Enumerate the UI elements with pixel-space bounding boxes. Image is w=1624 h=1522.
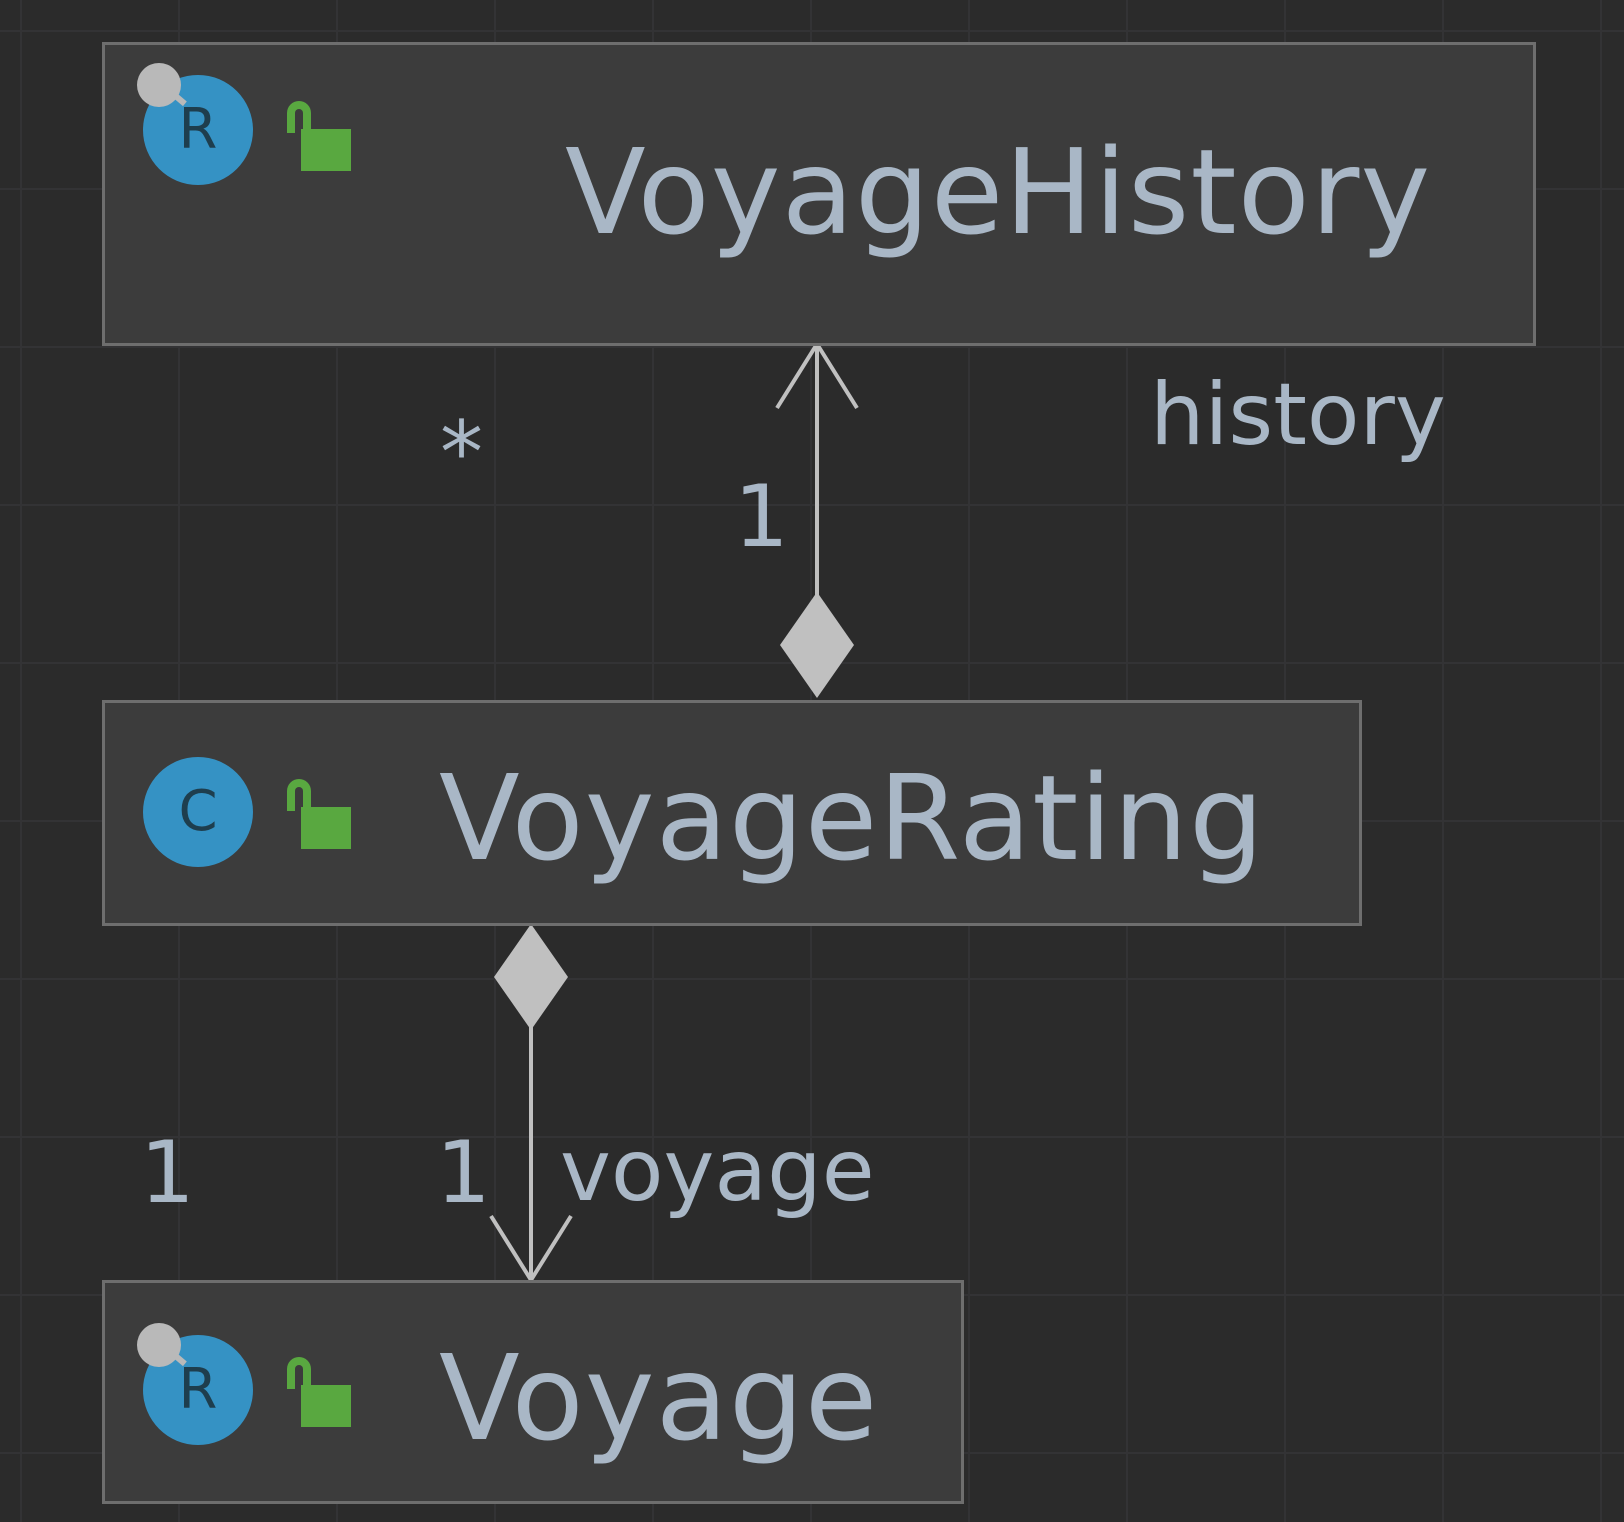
record-icon: R — [137, 1323, 253, 1445]
target-multiplicity: 1 — [436, 1123, 491, 1223]
record-icon: R — [137, 63, 253, 185]
node-title: VoyageRating — [439, 749, 1265, 887]
composition-diamond — [494, 924, 568, 1030]
node-voyage-rating[interactable]: C VoyageRating — [102, 700, 1362, 926]
node-title: VoyageHistory — [565, 123, 1432, 261]
pin-icon — [137, 63, 181, 107]
public-access-icon — [285, 1357, 351, 1427]
edge-rating-history[interactable] — [775, 340, 859, 698]
class-icon: C — [143, 757, 253, 867]
node-voyage-history[interactable]: R VoyageHistory — [102, 42, 1536, 346]
node-voyage[interactable]: R Voyage — [102, 1280, 964, 1504]
edge-role-label: history — [1150, 365, 1446, 465]
edge-rating-voyage[interactable] — [489, 924, 573, 1284]
target-multiplicity: 1 — [734, 467, 789, 567]
public-access-icon — [285, 101, 351, 171]
node-title: Voyage — [439, 1329, 879, 1467]
public-access-icon — [285, 779, 351, 849]
pin-icon — [137, 1323, 181, 1367]
source-multiplicity: 1 — [140, 1123, 195, 1223]
composition-diamond — [780, 592, 854, 698]
source-multiplicity: * — [440, 403, 483, 503]
edge-role-label: voyage — [560, 1121, 875, 1221]
